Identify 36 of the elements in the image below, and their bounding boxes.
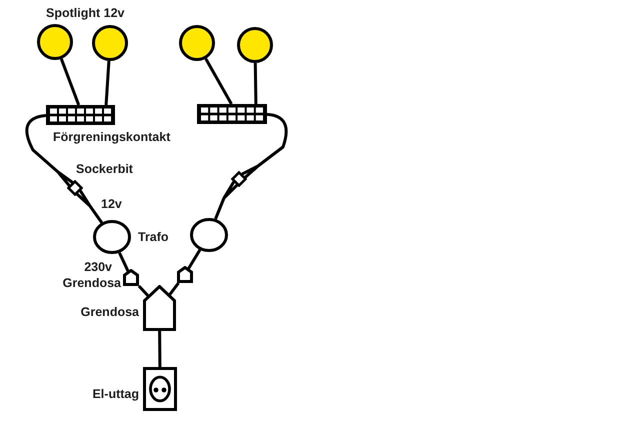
connector-diamond xyxy=(67,180,83,196)
wire xyxy=(158,330,162,368)
component-label: Grendosa xyxy=(62,276,121,290)
component-label: 230v xyxy=(84,260,112,274)
wire xyxy=(118,252,130,272)
spotlight-label: Spotlight 12v xyxy=(46,6,124,20)
wire xyxy=(214,180,239,220)
spotlight-circle xyxy=(37,24,73,60)
connector-pentagon xyxy=(177,266,193,283)
wire xyxy=(138,284,149,297)
wire xyxy=(204,58,233,105)
wire xyxy=(76,189,104,224)
spotlight-circle xyxy=(92,25,128,61)
wire xyxy=(168,282,180,296)
wire xyxy=(240,112,288,179)
connector-pentagon xyxy=(123,269,139,286)
junction-box xyxy=(143,285,176,331)
component-label: Sockerbit xyxy=(76,162,133,176)
wire xyxy=(60,58,80,106)
spotlight-circle xyxy=(179,25,215,61)
wire xyxy=(104,60,110,106)
component-label: Grendosa xyxy=(80,305,139,319)
transformer-circle xyxy=(190,218,228,252)
transformer-circle xyxy=(93,220,131,254)
terminal-block xyxy=(46,105,115,125)
wire xyxy=(254,62,258,104)
component-label: Trafo xyxy=(138,230,169,244)
component-label: Förgreningskontakt xyxy=(53,130,170,144)
spotlight-circle xyxy=(237,27,273,63)
wall-socket xyxy=(143,367,177,411)
wire xyxy=(187,249,202,270)
component-label: El-uttag xyxy=(92,387,139,401)
terminal-block xyxy=(197,104,267,124)
component-label: 12v xyxy=(101,197,122,211)
connector-diamond xyxy=(231,171,247,187)
wire xyxy=(25,114,74,188)
